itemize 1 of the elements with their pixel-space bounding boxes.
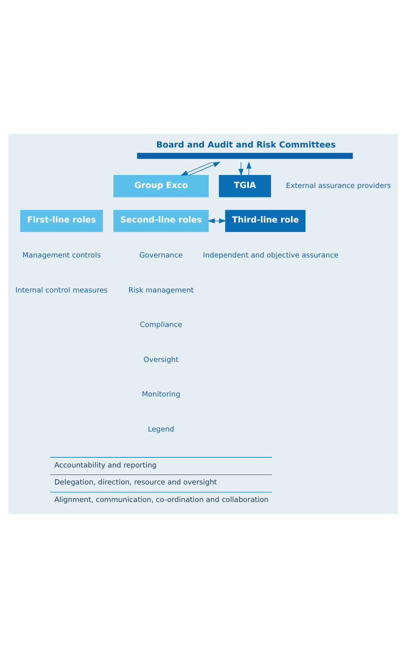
node-label: Board and Audit and Risk Committees bbox=[156, 139, 336, 150]
